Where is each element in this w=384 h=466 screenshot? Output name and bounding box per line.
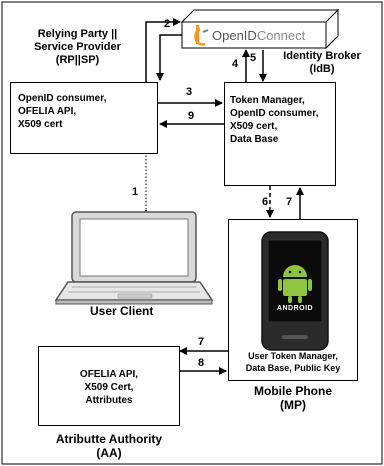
rp-title-line1: Relying Party || — [37, 28, 118, 40]
step-8-label: 8 — [198, 357, 205, 369]
arrow-2-out — [145, 18, 181, 82]
arrow-2-back — [156, 34, 182, 81]
aa-title-line2: (AA) — [96, 446, 122, 460]
openid-logo-open: OpenID — [212, 28, 257, 43]
step-7-label-idb: 7 — [286, 196, 293, 208]
aa-box-line2: X509 Cert, — [84, 382, 134, 393]
idb-box-line3: X509 cert, — [230, 121, 278, 132]
aa-title-line1: Atributte Authority — [55, 432, 163, 446]
step-6-label: 6 — [262, 196, 269, 208]
openid-logo-text: OpenIDConnect — [212, 28, 305, 43]
user-client-label: User Client — [90, 304, 154, 318]
step-2-label: 2 — [164, 18, 171, 30]
openid-logo-connect: Connect — [256, 28, 306, 43]
rp-box-line1: OpenID consumer, — [18, 93, 107, 104]
idb-title-line2: (IdB) — [309, 63, 335, 75]
aa-box-line3: Attributes — [85, 395, 133, 406]
mp-box — [228, 219, 358, 381]
idb-box — [224, 82, 336, 186]
step-1-label: 1 — [132, 186, 139, 198]
aa-box-text: OFELIA API, X509 Cert, Attributes — [40, 368, 178, 407]
mp-box-line1: User Token Manager, — [248, 351, 338, 361]
idb-title-line1: Identity Broker — [283, 50, 361, 62]
idb-box-line1: Token Manager, — [230, 95, 305, 106]
step-3-label: 3 — [186, 86, 193, 98]
step-7-label-aa: 7 — [198, 336, 205, 348]
mp-title-line2: (MP) — [280, 398, 306, 412]
mp-box-text: User Token Manager, Data Base, Public Ke… — [230, 350, 356, 374]
idb-box-text: Token Manager, OpenID consumer, X509 cer… — [230, 94, 318, 146]
idb-box-line2: OpenID consumer, — [230, 108, 319, 119]
idb-title: Identity Broker (IdB) — [268, 50, 376, 76]
rp-box — [10, 82, 158, 154]
step-9-label: 9 — [188, 110, 195, 122]
step-4-label: 4 — [232, 58, 239, 70]
rp-title: Relying Party || Service Provider (RP||S… — [10, 28, 145, 67]
rp-box-line3: X509 cert — [18, 119, 63, 130]
aa-box-line1: OFELIA API, — [79, 369, 139, 380]
android-screen-label: ANDROID — [276, 305, 314, 312]
aa-box — [38, 346, 180, 426]
rp-box-line2: OFELIA API, — [18, 106, 77, 117]
rp-title-line3: (RP||SP) — [55, 54, 100, 66]
rp-title-line2: Service Provider — [34, 41, 121, 53]
step-5-label: 5 — [250, 52, 257, 64]
idb-box-line4: Data Base — [230, 134, 279, 145]
mp-box-line2: Data Base, Public Key — [245, 363, 341, 373]
mp-title-line1: Mobile Phone — [254, 384, 332, 398]
android-robot-icon — [278, 265, 312, 303]
aa-title: Atributte Authority (AA) — [30, 432, 188, 460]
mp-title: Mobile Phone (MP) — [230, 384, 356, 412]
laptop-icon — [54, 211, 214, 305]
rp-box-text: OpenID consumer, OFELIA API, X509 cert — [18, 92, 106, 131]
openid-icon — [194, 25, 209, 46]
android-phone-icon — [261, 231, 329, 351]
